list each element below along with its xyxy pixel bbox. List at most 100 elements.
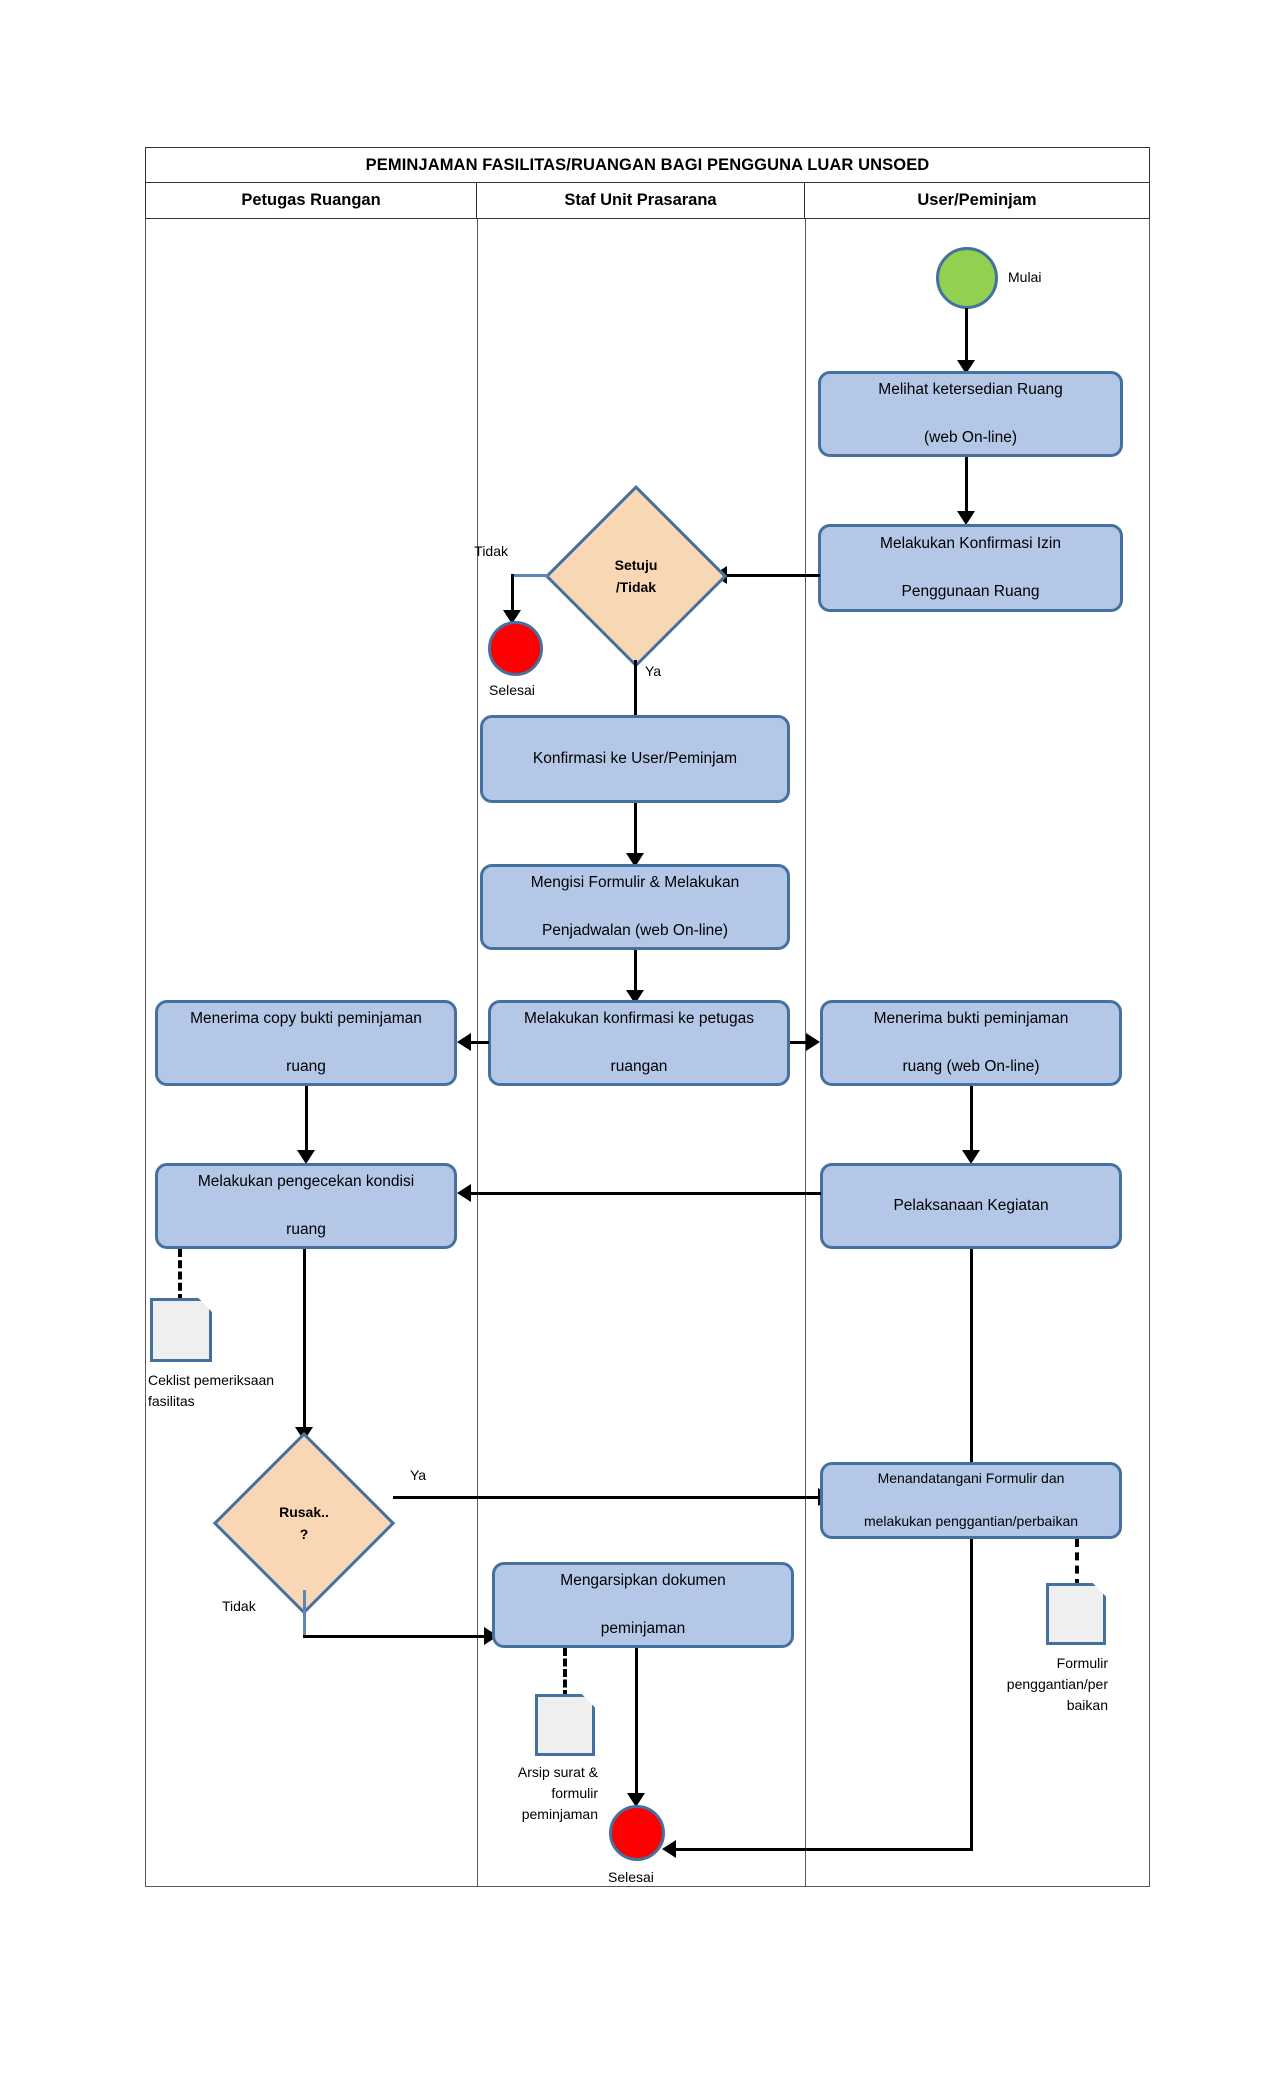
process-melihat-line2: (web On-line) <box>923 429 1018 447</box>
edge-setuju-ya <box>634 660 637 732</box>
process-pelaksanaan-kegiatan[interactable]: Pelaksanaan Kegiatan <box>820 1163 1122 1249</box>
edge-label-rusak-tidak: Tidak <box>222 1598 256 1614</box>
arrowhead-lihat-to-izin <box>957 511 975 525</box>
arrowhead-arsip-to-selesai <box>627 1793 645 1807</box>
document-formulir-caption: Formulir penggantian/per baikan <box>960 1653 1108 1716</box>
edge-pelaksanaan-down <box>970 1249 973 1471</box>
edge-konfpetugas-to-terimacopy <box>471 1041 489 1044</box>
process-terima-bukti-line1: Menerima bukti peminjaman <box>873 1009 1069 1027</box>
formulir-caption-line3: baikan <box>1066 1697 1108 1713</box>
edge-label-setuju-ya: Ya <box>645 663 662 679</box>
arsip-caption-line3: peminjaman <box>521 1806 598 1822</box>
arrowhead-terimabukti-to-pelaksanaan <box>962 1150 980 1164</box>
document-ceklist[interactable] <box>150 1298 212 1362</box>
edge-ttd-down <box>970 1539 973 1851</box>
lane-header-row: Petugas Ruangan Staf Unit Prasarana User… <box>145 183 1150 219</box>
lane-header-staf: Staf Unit Prasarana <box>477 183 805 219</box>
process-konfirmasi-user-line1: Konfirmasi ke User/Peminjam <box>532 749 738 767</box>
lane-divider-2 <box>805 219 806 1887</box>
process-pengecekan-kondisi[interactable]: Melakukan pengecekan kondisi ruang <box>155 1163 457 1249</box>
decision-setuju-tidak[interactable]: Setuju /Tidak <box>545 485 727 667</box>
end-node-selesai-caption: Selesai <box>608 1869 654 1885</box>
process-mengisi-formulir[interactable]: Mengisi Formulir & Melakukan Penjadwalan… <box>480 864 790 950</box>
start-node[interactable] <box>936 247 998 309</box>
lane-header-petugas: Petugas Ruangan <box>145 183 477 219</box>
process-arsip-line1: Mengarsipkan dokumen <box>560 1571 726 1589</box>
edge-label-rusak-ya: Ya <box>410 1467 427 1483</box>
end-node-tidak-caption: Selesai <box>488 682 535 698</box>
lane-body <box>145 219 1150 1887</box>
process-ttd-line2: melakukan penggantian/perbaikan <box>863 1513 1079 1530</box>
arrowhead-konfpetugas-to-terimabukti <box>806 1033 820 1051</box>
formulir-caption-line2: penggantian/per <box>1006 1676 1108 1692</box>
arrowhead-terimacopy-to-pengecekan <box>297 1150 315 1164</box>
decision-setuju-line2: /Tidak <box>615 579 657 595</box>
ceklist-caption-line1: Ceklist pemeriksaan <box>148 1372 275 1388</box>
end-node-selesai[interactable] <box>609 1805 665 1861</box>
lane-header-staf-label: Staf Unit Prasarana <box>564 191 717 209</box>
process-konf-petugas-line1: Melakukan konfirmasi ke petugas <box>523 1009 755 1027</box>
dashed-link-ceklist <box>178 1249 182 1302</box>
edge-rusak-tidak-v <box>303 1590 306 1638</box>
process-arsip-line2: peminjaman <box>600 1620 686 1638</box>
edge-terimacopy-to-pengecekan <box>305 1086 308 1156</box>
edge-pelaksanaan-to-pengecekan <box>471 1192 821 1195</box>
process-terima-bukti-line2: ruang (web On-line) <box>902 1058 1040 1076</box>
edge-pengecekan-to-rusak <box>303 1249 306 1433</box>
process-melihat-line1: Melihat ketersedian Ruang <box>878 380 1063 398</box>
decision-rusak-line2: ? <box>299 1526 309 1542</box>
process-menandatangani-formulir[interactable]: Menandatangani Formulir dan melakukan pe… <box>820 1462 1122 1539</box>
formulir-caption-line1: Formulir <box>1056 1655 1108 1671</box>
process-melihat-ketersedian[interactable]: Melihat ketersedian Ruang (web On-line) <box>818 371 1123 457</box>
arrowhead-setuju-tidak <box>503 610 521 624</box>
end-node-tidak[interactable] <box>488 621 543 676</box>
diagram-title: PEMINJAMAN FASILITAS/RUANGAN BAGI PENGGU… <box>145 147 1150 183</box>
lane-divider-1 <box>477 219 478 1887</box>
process-pelaksanaan-line1: Pelaksanaan Kegiatan <box>893 1196 1049 1214</box>
process-mengisi-line1: Mengisi Formulir & Melakukan <box>530 873 740 891</box>
arrowhead-start-to-lihat <box>957 360 975 374</box>
process-terima-copy-line2: ruang <box>286 1058 326 1076</box>
arrowhead-pelaksanaan-to-pengecekan <box>457 1184 471 1202</box>
edge-konfpetugas-to-terimabukti <box>790 1041 806 1044</box>
document-arsip-caption: Arsip surat & formulir peminjaman <box>440 1762 598 1825</box>
process-pengecekan-line2: ruang <box>286 1221 326 1239</box>
process-mengisi-line2: Penjadwalan (web On-line) <box>541 922 729 940</box>
edge-izin-to-setuju <box>727 574 820 577</box>
ceklist-caption-line2: fasilitas <box>148 1393 195 1409</box>
process-menerima-bukti[interactable]: Menerima bukti peminjaman ruang (web On-… <box>820 1000 1122 1086</box>
process-menerima-copy-bukti[interactable]: Menerima copy bukti peminjaman ruang <box>155 1000 457 1086</box>
process-ttd-line1: Menandatangani Formulir dan <box>877 1469 1065 1486</box>
decision-rusak[interactable]: Rusak.. ? <box>213 1432 395 1614</box>
edge-label-setuju-tidak: Tidak <box>474 543 508 559</box>
edge-lihat-to-izin <box>965 457 968 517</box>
process-mengarsipkan-dokumen[interactable]: Mengarsipkan dokumen peminjaman <box>492 1562 794 1648</box>
edge-rusak-ya <box>393 1496 820 1499</box>
process-izin-line2: Penggunaan Ruang <box>901 583 1040 600</box>
lane-header-petugas-label: Petugas Ruangan <box>241 191 381 209</box>
edge-mengisi-to-konfpetugas <box>634 950 637 996</box>
process-konfirmasi-user[interactable]: Konfirmasi ke User/Peminjam <box>480 715 790 803</box>
decision-setuju-line1: Setuju <box>614 556 658 573</box>
edge-start-to-lihat <box>965 308 968 366</box>
edge-rusak-tidak-h <box>303 1635 489 1638</box>
decision-rusak-line1: Rusak.. <box>279 1503 329 1520</box>
arrowhead-konfpetugas-to-terimacopy <box>457 1033 471 1051</box>
edge-terimabukti-to-pelaksanaan <box>970 1086 973 1156</box>
process-pengecekan-line1: Melakukan pengecekan kondisi <box>197 1172 415 1190</box>
diagram-title-text: PEMINJAMAN FASILITAS/RUANGAN BAGI PENGGU… <box>365 155 930 174</box>
document-ceklist-caption: Ceklist pemeriksaan fasilitas <box>148 1370 274 1412</box>
process-konfirmasi-izin[interactable]: Melakukan Konfirmasi Izin Penggunaan Rua… <box>818 524 1123 612</box>
arsip-caption-line2: formulir <box>551 1785 598 1801</box>
edge-arsip-to-selesai <box>635 1648 638 1800</box>
edge-setuju-tidak-h <box>513 574 548 577</box>
document-arsip-surat[interactable] <box>535 1694 595 1756</box>
edge-ttd-to-selesai <box>676 1848 972 1851</box>
dashed-link-arsip <box>563 1648 567 1698</box>
process-terima-copy-line1: Menerima copy bukti peminjaman <box>190 1009 422 1027</box>
lane-header-user: User/Peminjam <box>805 183 1150 219</box>
edge-konfuser-to-mengisi <box>634 803 637 859</box>
process-konfirmasi-ke-petugas[interactable]: Melakukan konfirmasi ke petugas ruangan <box>488 1000 790 1086</box>
document-formulir-penggantian[interactable] <box>1046 1583 1106 1645</box>
